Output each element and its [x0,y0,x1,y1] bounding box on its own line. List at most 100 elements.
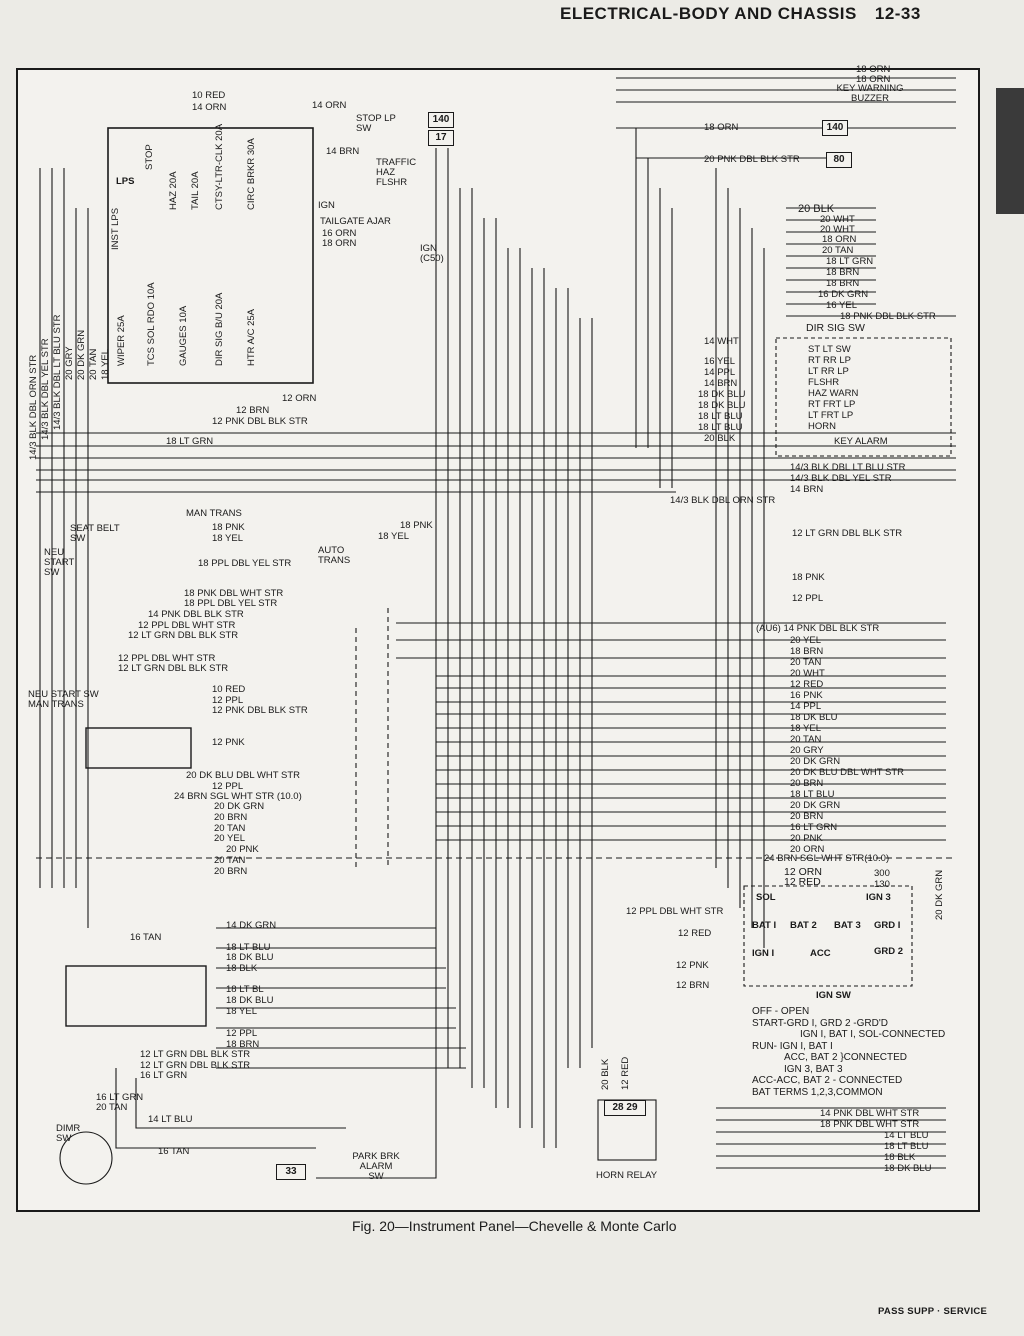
wire-label: 300 [874,868,890,879]
wire-label: 18 LT BL [226,984,264,995]
wire-label: 20 DK GRN [790,800,841,811]
wire-label: 18 DK BLU [226,952,274,963]
wire-label: 20 DK BLU DBL WHT STR [186,770,301,781]
wire-label: 18 PNK [792,572,825,583]
wire-label: 10 RED [212,684,246,695]
wire-label: 18 BRN [226,1039,260,1050]
note-line: BAT TERMS 1,2,3,COMMON [752,1086,883,1098]
wire-label: 18 PPL DBL YEL STR [198,558,292,569]
wire-label: 14 BRN [704,378,738,389]
wire-label: 18 PNK DBL WHT STR [820,1119,920,1130]
fuse-ctsy: CTSY-LTR-CLK 20A [214,123,225,210]
wire-label: 12 RED [784,876,821,888]
fuse-dir-sig: DIR SIG B/U 20A [214,292,225,366]
wire-label: 20 TAN [214,823,246,834]
inst-lps-label: INST LPS [110,207,121,250]
wire-label: 18 YEL [226,1006,257,1017]
wire-label: 18 ORN [856,64,891,75]
wire-label: 14 BRN [326,146,360,157]
wire-label: 12 LT GRN DBL BLK STR [140,1049,251,1060]
wire-label: 16 LT GRN [96,1092,144,1103]
wire-label: 16 ORN [322,228,357,239]
wire-label: 18 LT BLU [698,411,743,422]
wire-label: 20 TAN [88,348,99,380]
wire-label: 12 PNK DBL BLK STR [212,705,308,716]
wire-label: 16 DK GRN [818,289,869,300]
wire-label: 18 DK BLU [226,995,274,1006]
wire-label: 12 PNK [676,960,709,971]
wire-label: 12 BRN [676,980,710,991]
stop-lp-sw-terminal: 140 [428,112,454,128]
ign-term: BAT 3 [834,920,861,931]
buzzer-terminal: 140 [822,120,848,136]
wire-label: 20 TAN [96,1102,128,1113]
wire-label: 12 ORN [282,393,317,404]
wire-label: 18 PPL DBL YEL STR [184,598,278,609]
wire-label: 18 DK BLU [884,1163,932,1174]
wire-label: 20 YEL [214,833,245,844]
wire-label: 12 ORN [784,866,822,878]
fuse-tcs: TCS SOL RDO 10A [146,282,157,366]
ign-c50-label: IGN (C50) [420,243,444,264]
wire-label: 14 ORN [312,100,347,111]
fuse-circ: CIRC BRKR 30A [246,138,257,210]
dir-term: HAZ WARN [808,388,859,399]
auto-trans-label: AUTO TRANS [318,545,351,566]
wire-label: 20 TAN [790,657,822,668]
wire-label: 14 PPL [790,701,822,712]
wire-label: 12 PNK DBL BLK STR [212,416,308,427]
wire-label: 20 DK GRN [790,756,841,767]
wire-label: 20 BRN [790,811,824,822]
wire-label: 20 TAN [790,734,822,745]
neu-start-sw-man-label: NEU START SW MAN TRANS [28,689,99,710]
wire-label: 12 RED [678,928,712,939]
fuse-stop: STOP [144,144,155,170]
stop-lp-sw-label: STOP LP SW [356,113,396,134]
ign-term: BAT I [752,920,777,931]
wire-label: 16 PNK [790,690,823,701]
wire-label: 12 BRN [236,405,270,416]
ign-sw-label: IGN SW [816,990,851,1001]
wire-label: 14 PPL [704,367,736,378]
wire-label: 18 LT BLU [884,1141,929,1152]
wire-label: 20 DK BLU DBL WHT STR [790,767,905,778]
wire-label: 14 BRN [790,484,824,495]
wire-label: 18 ORN [704,122,739,133]
ign-term: ACC [810,948,831,959]
wire-label: 20 DK GRN [934,869,945,920]
wire-label: 20 PNK [790,833,823,844]
wire-label: 18 BLK [226,963,258,974]
wire-label: 18 ORN [856,74,891,85]
dir-term: FLSHR [808,377,840,388]
wire-label: 20 YEL [790,635,821,646]
wire-label: 10 RED [192,90,226,101]
wire-label: 16 LT GRN [790,822,838,833]
wire-label: 18 PNK DBL WHT STR [184,588,284,599]
wire-label: 12 LT GRN DBL BLK STR [140,1060,251,1071]
wire-label: 20 TAN [822,245,854,256]
dir-term: LT RR LP [808,366,849,377]
wire-label: 16 TAN [130,932,162,943]
wire-label: 18 PNK DBL BLK STR [840,311,936,322]
dimr-sw-label: DIMR SW [56,1123,81,1144]
ign-term: SOL [756,892,776,903]
page-number: 12-33 [874,4,921,23]
wire-label: 20 WHT [820,214,855,225]
wire-label: 18 BRN [790,646,824,657]
wire-label: 20 BRN [214,812,248,823]
wire-label: 14 PNK DBL WHT STR [820,1108,920,1119]
wire-label: 14 LT BLU [148,1114,193,1125]
wire-label: 18 PNK [400,520,433,531]
wire-label: 16 LT GRN [140,1070,188,1081]
park-brk-terminal: 33 [276,1164,306,1180]
note-line: RUN- IGN I, BAT I [752,1040,833,1052]
wire-label: 14 PNK DBL BLK STR [148,609,244,620]
wire-label: 14 DK GRN [226,920,277,931]
wire-label: 12 RED [790,679,824,690]
dir-term: ST LT SW [808,344,851,355]
dir-term: RT RR LP [808,355,851,366]
note-line: ACC, BAT 2 }CONNECTED [784,1052,907,1063]
ign-term: BAT 2 [790,920,817,931]
wire-label: 12 PPL [792,593,824,604]
dir-term: RT FRT LP [808,399,856,410]
